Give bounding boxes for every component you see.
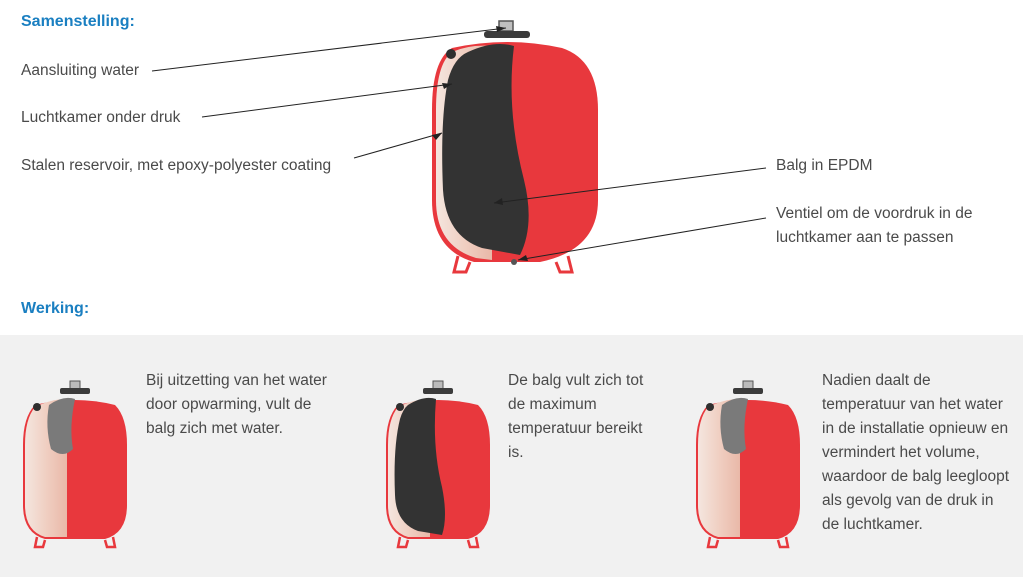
valve — [511, 259, 517, 265]
water-connection — [484, 20, 530, 38]
operation-title: Werking: — [21, 300, 90, 317]
tank-feet — [452, 255, 574, 274]
label-steel-tank: Stalen reservoir, met epoxy-polyester co… — [21, 157, 332, 174]
step3-tank-icon — [696, 380, 800, 549]
step2-tank-icon — [386, 380, 490, 549]
step2-text: De balg vult zich tot de maximum tempera… — [508, 372, 644, 461]
label-bellows: Balg in EPDM — [776, 157, 873, 174]
label-valve: Ventiel om de voordruk in de luchtkamer … — [776, 205, 973, 246]
label-air-chamber: Luchtkamer onder druk — [21, 109, 181, 126]
step3-text: Nadien daalt de temperatuur van het wate… — [822, 372, 1009, 533]
pointer-arrows — [432, 26, 528, 261]
expansion-tank-diagram — [151, 20, 767, 274]
operation-panel: Bij uitzetting van het water door opwarm… — [0, 335, 1023, 577]
step1-tank-icon — [23, 380, 127, 549]
label-water-connection: Aansluiting water — [21, 62, 140, 79]
step1-text: Bij uitzetting van het water door opwarm… — [146, 372, 327, 437]
tank-side-knob — [446, 49, 456, 59]
composition-title: Samenstelling: — [21, 13, 135, 30]
bellows-shape — [442, 44, 529, 255]
pointer-lines — [151, 27, 767, 261]
